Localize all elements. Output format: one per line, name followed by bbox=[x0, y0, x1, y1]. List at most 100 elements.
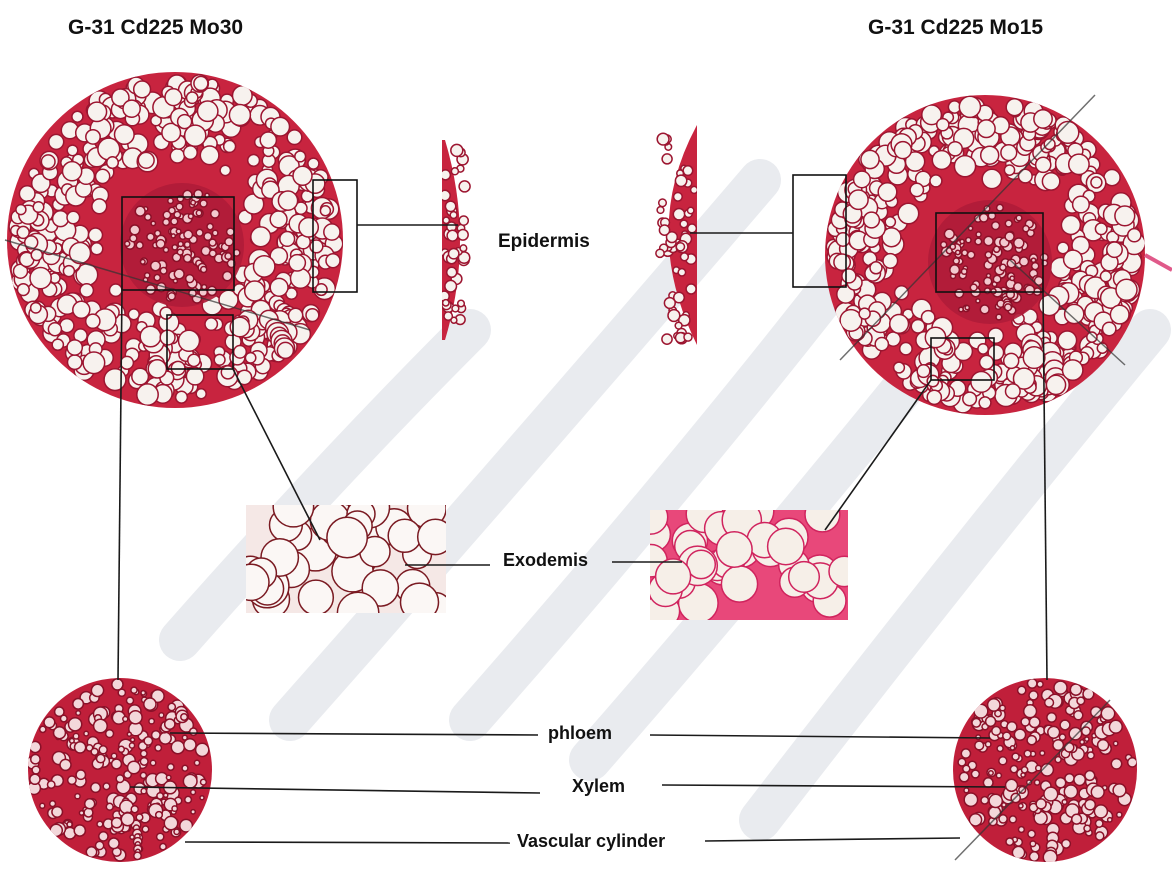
cell bbox=[1039, 295, 1060, 316]
cell bbox=[31, 303, 41, 313]
cell bbox=[229, 105, 250, 126]
cell bbox=[1064, 785, 1077, 798]
cell bbox=[30, 268, 51, 289]
cell bbox=[1056, 778, 1066, 788]
cell bbox=[188, 214, 193, 219]
cell bbox=[1019, 804, 1023, 808]
title-left: G-31 Cd225 Mo30 bbox=[68, 16, 243, 40]
cell bbox=[40, 726, 46, 732]
exodermis-panel-right bbox=[634, 493, 860, 628]
cell bbox=[1021, 773, 1025, 777]
cell bbox=[151, 221, 155, 225]
cell bbox=[1054, 681, 1067, 694]
cell bbox=[932, 151, 951, 170]
cell bbox=[80, 284, 93, 297]
cell bbox=[984, 236, 993, 245]
cell bbox=[183, 774, 197, 788]
cell bbox=[165, 89, 182, 106]
cell bbox=[883, 254, 898, 269]
cell bbox=[225, 253, 231, 259]
cell bbox=[19, 186, 35, 202]
cell bbox=[191, 200, 196, 205]
cell bbox=[140, 326, 161, 347]
cell bbox=[1029, 717, 1040, 728]
cell bbox=[948, 142, 962, 156]
cell bbox=[141, 788, 146, 793]
cell bbox=[1005, 232, 1014, 241]
cell bbox=[41, 155, 55, 169]
cell bbox=[112, 679, 123, 690]
cell bbox=[92, 199, 107, 214]
cell bbox=[1006, 838, 1013, 845]
cell bbox=[202, 285, 207, 290]
cell bbox=[941, 242, 947, 248]
cell bbox=[854, 171, 871, 188]
cell bbox=[44, 717, 55, 728]
cell bbox=[971, 372, 992, 393]
cell bbox=[176, 203, 183, 210]
label-xylem: Xylem bbox=[572, 776, 625, 797]
cell bbox=[134, 81, 151, 98]
cell bbox=[316, 284, 328, 296]
cell bbox=[112, 818, 122, 828]
cell bbox=[91, 243, 103, 255]
cell bbox=[327, 517, 367, 557]
cell bbox=[144, 737, 152, 745]
cell bbox=[160, 844, 166, 850]
cell bbox=[1069, 728, 1081, 740]
cell bbox=[960, 772, 969, 781]
cell bbox=[999, 757, 1007, 765]
cell bbox=[968, 251, 975, 258]
cell bbox=[291, 269, 311, 289]
cell bbox=[1036, 157, 1051, 172]
cell bbox=[676, 243, 684, 251]
cell bbox=[1035, 780, 1040, 785]
cell bbox=[1107, 242, 1122, 257]
cell bbox=[278, 191, 297, 210]
cell bbox=[1095, 223, 1107, 235]
cell bbox=[1032, 263, 1039, 270]
cell bbox=[97, 754, 105, 762]
cell bbox=[180, 819, 193, 832]
cell bbox=[440, 170, 450, 180]
cell bbox=[205, 318, 217, 330]
cell bbox=[245, 281, 265, 301]
cell bbox=[1115, 206, 1135, 226]
cell bbox=[445, 201, 455, 211]
cell bbox=[324, 224, 340, 240]
cell bbox=[989, 794, 1002, 807]
pointer-vc-left bbox=[185, 842, 510, 843]
cell bbox=[48, 323, 61, 336]
cell bbox=[659, 225, 669, 235]
cell bbox=[125, 241, 130, 246]
cell bbox=[1034, 110, 1052, 128]
cell bbox=[1073, 196, 1090, 213]
cell bbox=[98, 138, 120, 160]
cell bbox=[1114, 741, 1118, 745]
cell bbox=[964, 788, 969, 793]
cell bbox=[972, 770, 980, 778]
cell bbox=[170, 149, 184, 163]
cell bbox=[295, 151, 306, 162]
cell bbox=[99, 832, 108, 841]
cell bbox=[1019, 827, 1025, 833]
cell bbox=[141, 691, 145, 695]
cell bbox=[178, 242, 183, 247]
cell bbox=[1108, 818, 1112, 822]
cell bbox=[1006, 99, 1023, 116]
cell bbox=[213, 230, 218, 235]
cell bbox=[1091, 786, 1104, 799]
cell bbox=[1030, 852, 1039, 861]
cell bbox=[174, 829, 179, 834]
cell bbox=[251, 227, 271, 247]
cell bbox=[224, 140, 236, 152]
cell bbox=[440, 190, 450, 200]
pointer-xylem-right bbox=[662, 785, 1005, 787]
cell bbox=[894, 362, 905, 373]
cell bbox=[1043, 850, 1057, 864]
cell bbox=[662, 334, 672, 344]
cell bbox=[289, 255, 305, 271]
cell bbox=[164, 247, 169, 252]
cell bbox=[445, 280, 457, 292]
cell bbox=[1060, 720, 1070, 730]
